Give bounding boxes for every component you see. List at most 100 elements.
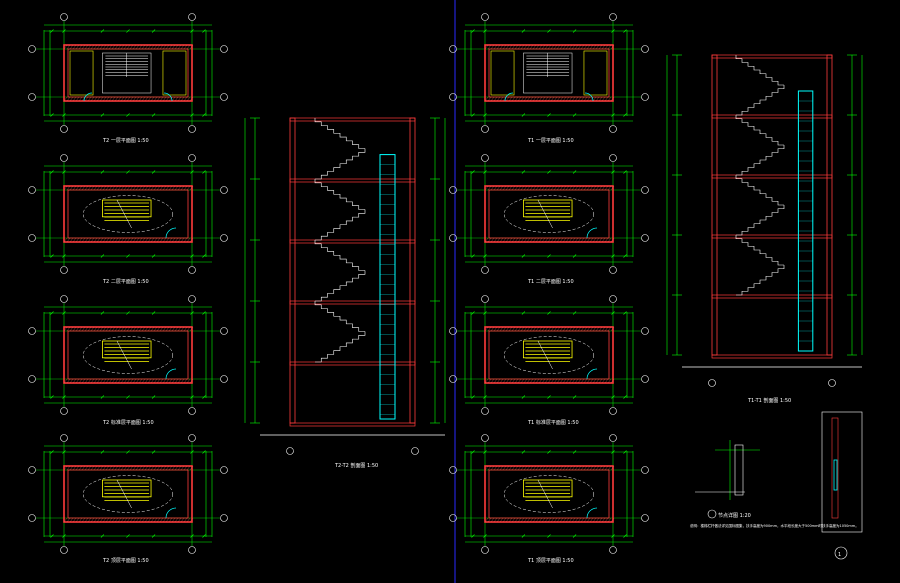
dim-tick xyxy=(202,113,206,117)
dim-tick xyxy=(151,29,156,33)
wall-hatch xyxy=(102,237,107,243)
stair-flight-up xyxy=(736,205,785,236)
wall-hatch xyxy=(511,237,516,243)
wall-hatch xyxy=(556,326,561,332)
axis-bubble-left xyxy=(449,234,457,242)
wall-hatch xyxy=(171,96,176,102)
wall-hatch xyxy=(120,96,125,102)
stair-band-highlight xyxy=(102,199,152,218)
wall-hatch xyxy=(180,185,185,191)
wall-hatch xyxy=(90,326,95,332)
wall-hatch xyxy=(568,44,573,50)
wall-hatch xyxy=(556,44,561,50)
wall-hatch xyxy=(108,465,113,471)
wall-hatch xyxy=(607,96,612,102)
wall-hatch xyxy=(84,517,89,523)
wall-hatch xyxy=(183,96,188,102)
wall-hatch xyxy=(523,378,528,384)
wall-hatch xyxy=(565,185,570,191)
wall-hatch xyxy=(126,378,131,384)
wall-hatch xyxy=(72,44,77,50)
wall-hatch xyxy=(493,237,498,243)
wall-hatch xyxy=(529,237,534,243)
wall-hatch xyxy=(592,326,597,332)
wall-hatch xyxy=(174,465,179,471)
wall-hatch xyxy=(93,465,98,471)
axis-bubble-bottom xyxy=(188,546,196,554)
axis-bubble-left xyxy=(28,375,36,383)
wall-hatch xyxy=(487,465,492,471)
floor-plan-left-1 xyxy=(28,13,228,133)
wall-hatch xyxy=(598,517,603,523)
dim-tick xyxy=(126,113,130,117)
section-left xyxy=(244,117,446,455)
wall-hatch xyxy=(120,237,125,243)
wall-hatch xyxy=(90,517,95,523)
wall-hatch xyxy=(484,185,489,191)
wall-hatch xyxy=(553,517,558,523)
wall-hatch xyxy=(550,326,555,332)
dim-tick xyxy=(521,29,526,33)
wall-hatch xyxy=(541,96,546,102)
wall-hatch xyxy=(144,465,149,471)
stair-arrow xyxy=(116,340,132,370)
wall-hatch xyxy=(147,378,152,384)
wall-hatch xyxy=(532,378,537,384)
wall-hatch xyxy=(544,326,549,332)
stair-flight-return xyxy=(735,175,784,206)
wall-hatch xyxy=(529,44,534,50)
wall-hatch xyxy=(102,44,107,50)
wall-hatch xyxy=(490,185,495,191)
wall-hatch xyxy=(514,237,519,243)
wall-hatch xyxy=(490,517,495,523)
wall-hatch xyxy=(502,517,507,523)
wall-hatch xyxy=(144,96,149,102)
wall-hatch xyxy=(66,378,71,384)
detail-group xyxy=(695,411,863,560)
wall-hatch xyxy=(135,96,140,102)
wall-hatch xyxy=(171,517,176,523)
wall-hatch xyxy=(535,185,540,191)
dim-tick xyxy=(623,450,627,454)
wall-hatch xyxy=(156,326,161,332)
wall-hatch xyxy=(559,44,564,50)
wall-hatch xyxy=(75,326,80,332)
side-room-right xyxy=(162,50,187,96)
wall-hatch xyxy=(147,517,152,523)
floor-plan-right-3 xyxy=(449,295,649,415)
wall-hatch xyxy=(117,237,122,243)
dim-tick xyxy=(623,311,627,315)
wall-hatch xyxy=(126,96,131,102)
detail-rail xyxy=(833,459,838,491)
section-left-group xyxy=(244,117,446,455)
wall-hatch xyxy=(66,96,71,102)
axis-bubble-right xyxy=(641,375,649,383)
wall-hatch xyxy=(487,96,492,102)
wall-hatch xyxy=(580,44,585,50)
dim-tick xyxy=(126,534,130,538)
wall-hatch xyxy=(496,185,501,191)
wall-hatch xyxy=(84,44,89,50)
stair-flight-up xyxy=(736,265,785,296)
wall-hatch xyxy=(598,96,603,102)
dim-tick xyxy=(521,450,526,454)
landing-outline xyxy=(503,336,595,374)
dim-tick xyxy=(521,113,526,117)
wall-hatch xyxy=(132,465,137,471)
wall-hatch xyxy=(556,96,561,102)
wall-hatch xyxy=(592,96,597,102)
wall-hatch xyxy=(78,185,83,191)
stair-flight-return xyxy=(314,240,365,271)
section-floor-slab xyxy=(711,174,833,179)
wall-hatch xyxy=(568,326,573,332)
wall-hatch xyxy=(523,465,528,471)
wall-outer xyxy=(484,44,614,102)
dim-tick xyxy=(471,254,475,258)
plan-right-title-1: T1 一层平面图 1:50 xyxy=(527,138,574,144)
dim-tick xyxy=(50,534,54,538)
wall-hatch xyxy=(90,237,95,243)
stair-flight-up xyxy=(315,270,366,302)
axis-bubble-bottom xyxy=(609,546,617,554)
wall-hatch xyxy=(93,96,98,102)
wall-hatch xyxy=(81,517,86,523)
